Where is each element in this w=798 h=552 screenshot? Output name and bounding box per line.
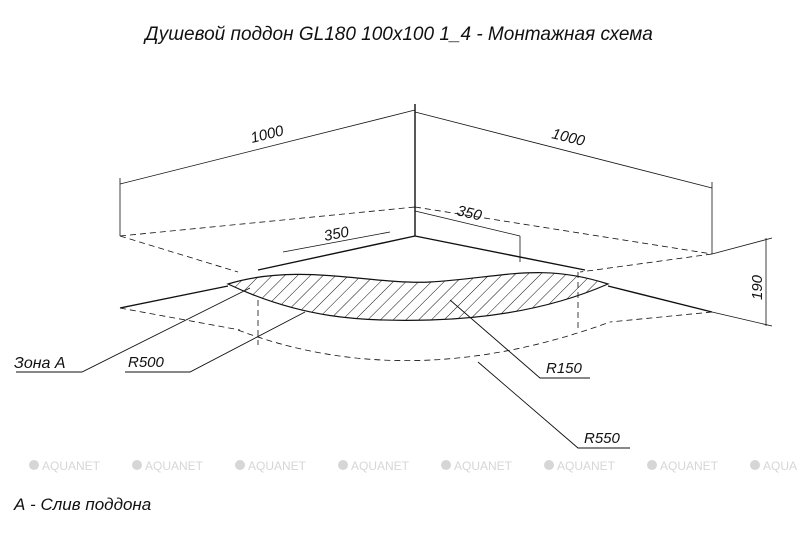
callout-zone-a: Зона А — [14, 355, 66, 372]
diagram-title: Душевой поддон GL180 100x100 1_4 - Монта… — [145, 24, 653, 45]
watermark-text: AQUANET — [351, 459, 410, 473]
dim-height-190: 190 — [749, 274, 766, 300]
watermark-logo-icon — [441, 460, 451, 470]
leader-lines — [16, 287, 630, 449]
watermark-logo-icon — [29, 460, 39, 470]
dim-right-350: 350 — [455, 202, 484, 224]
right-front-corner-dash — [579, 253, 713, 273]
legend-drain: А - Слив поддона — [14, 495, 152, 514]
dim-right-1000-line — [414, 111, 713, 189]
bottom-left-dash — [119, 307, 241, 331]
right-side-edge — [607, 285, 713, 313]
leader-r150 — [449, 299, 590, 379]
dim-left-350-line — [282, 231, 391, 253]
zone-a-hatch — [226, 272, 610, 322]
dim-left-350: 350 — [323, 223, 351, 245]
watermark-logo-icon — [750, 460, 760, 470]
leader-r500 — [125, 311, 306, 373]
leader-r550 — [477, 361, 630, 449]
left-front-corner-dash — [119, 235, 239, 273]
watermark-text: AQUANET — [763, 459, 798, 473]
watermark-logo-icon — [338, 460, 348, 470]
dimension-lines — [119, 104, 773, 327]
watermark-row: AQUANET AQUANET AQUANET AQUANET AQUANET AQUAN… — [29, 459, 798, 473]
inner-left-edge — [257, 235, 416, 271]
callout-r500: R500 — [128, 354, 165, 371]
inner-right-edge — [414, 235, 586, 271]
watermark-text: AQUANET — [454, 459, 513, 473]
back-right-top-edge — [414, 206, 713, 255]
back-left-top-edge — [119, 206, 416, 237]
watermark-text: AQUANET — [660, 459, 719, 473]
left-side-edge — [119, 285, 229, 309]
callout-r550: R550 — [584, 430, 621, 447]
watermark-text: AQUANET — [42, 459, 101, 473]
callout-r150: R150 — [546, 360, 583, 377]
watermark-text: AQUANET — [145, 459, 204, 473]
watermark-logo-icon — [544, 460, 554, 470]
visible-edges — [119, 104, 713, 313]
watermark-text: AQUANET — [557, 459, 616, 473]
watermark-logo-icon — [132, 460, 142, 470]
leader-zone-a — [16, 287, 251, 373]
watermark-text: AQUANET — [248, 459, 307, 473]
dim-left-1000-line — [119, 109, 416, 185]
bottom-right-dash — [609, 311, 713, 323]
r550-front-arc — [237, 321, 611, 361]
dim-left-1000: 1000 — [249, 122, 286, 147]
watermark-logo-icon — [647, 460, 657, 470]
hidden-outline — [119, 206, 713, 361]
dim-right-1000: 1000 — [550, 125, 587, 150]
dim-right-350-line — [414, 210, 521, 237]
watermark-logo-icon — [235, 460, 245, 470]
